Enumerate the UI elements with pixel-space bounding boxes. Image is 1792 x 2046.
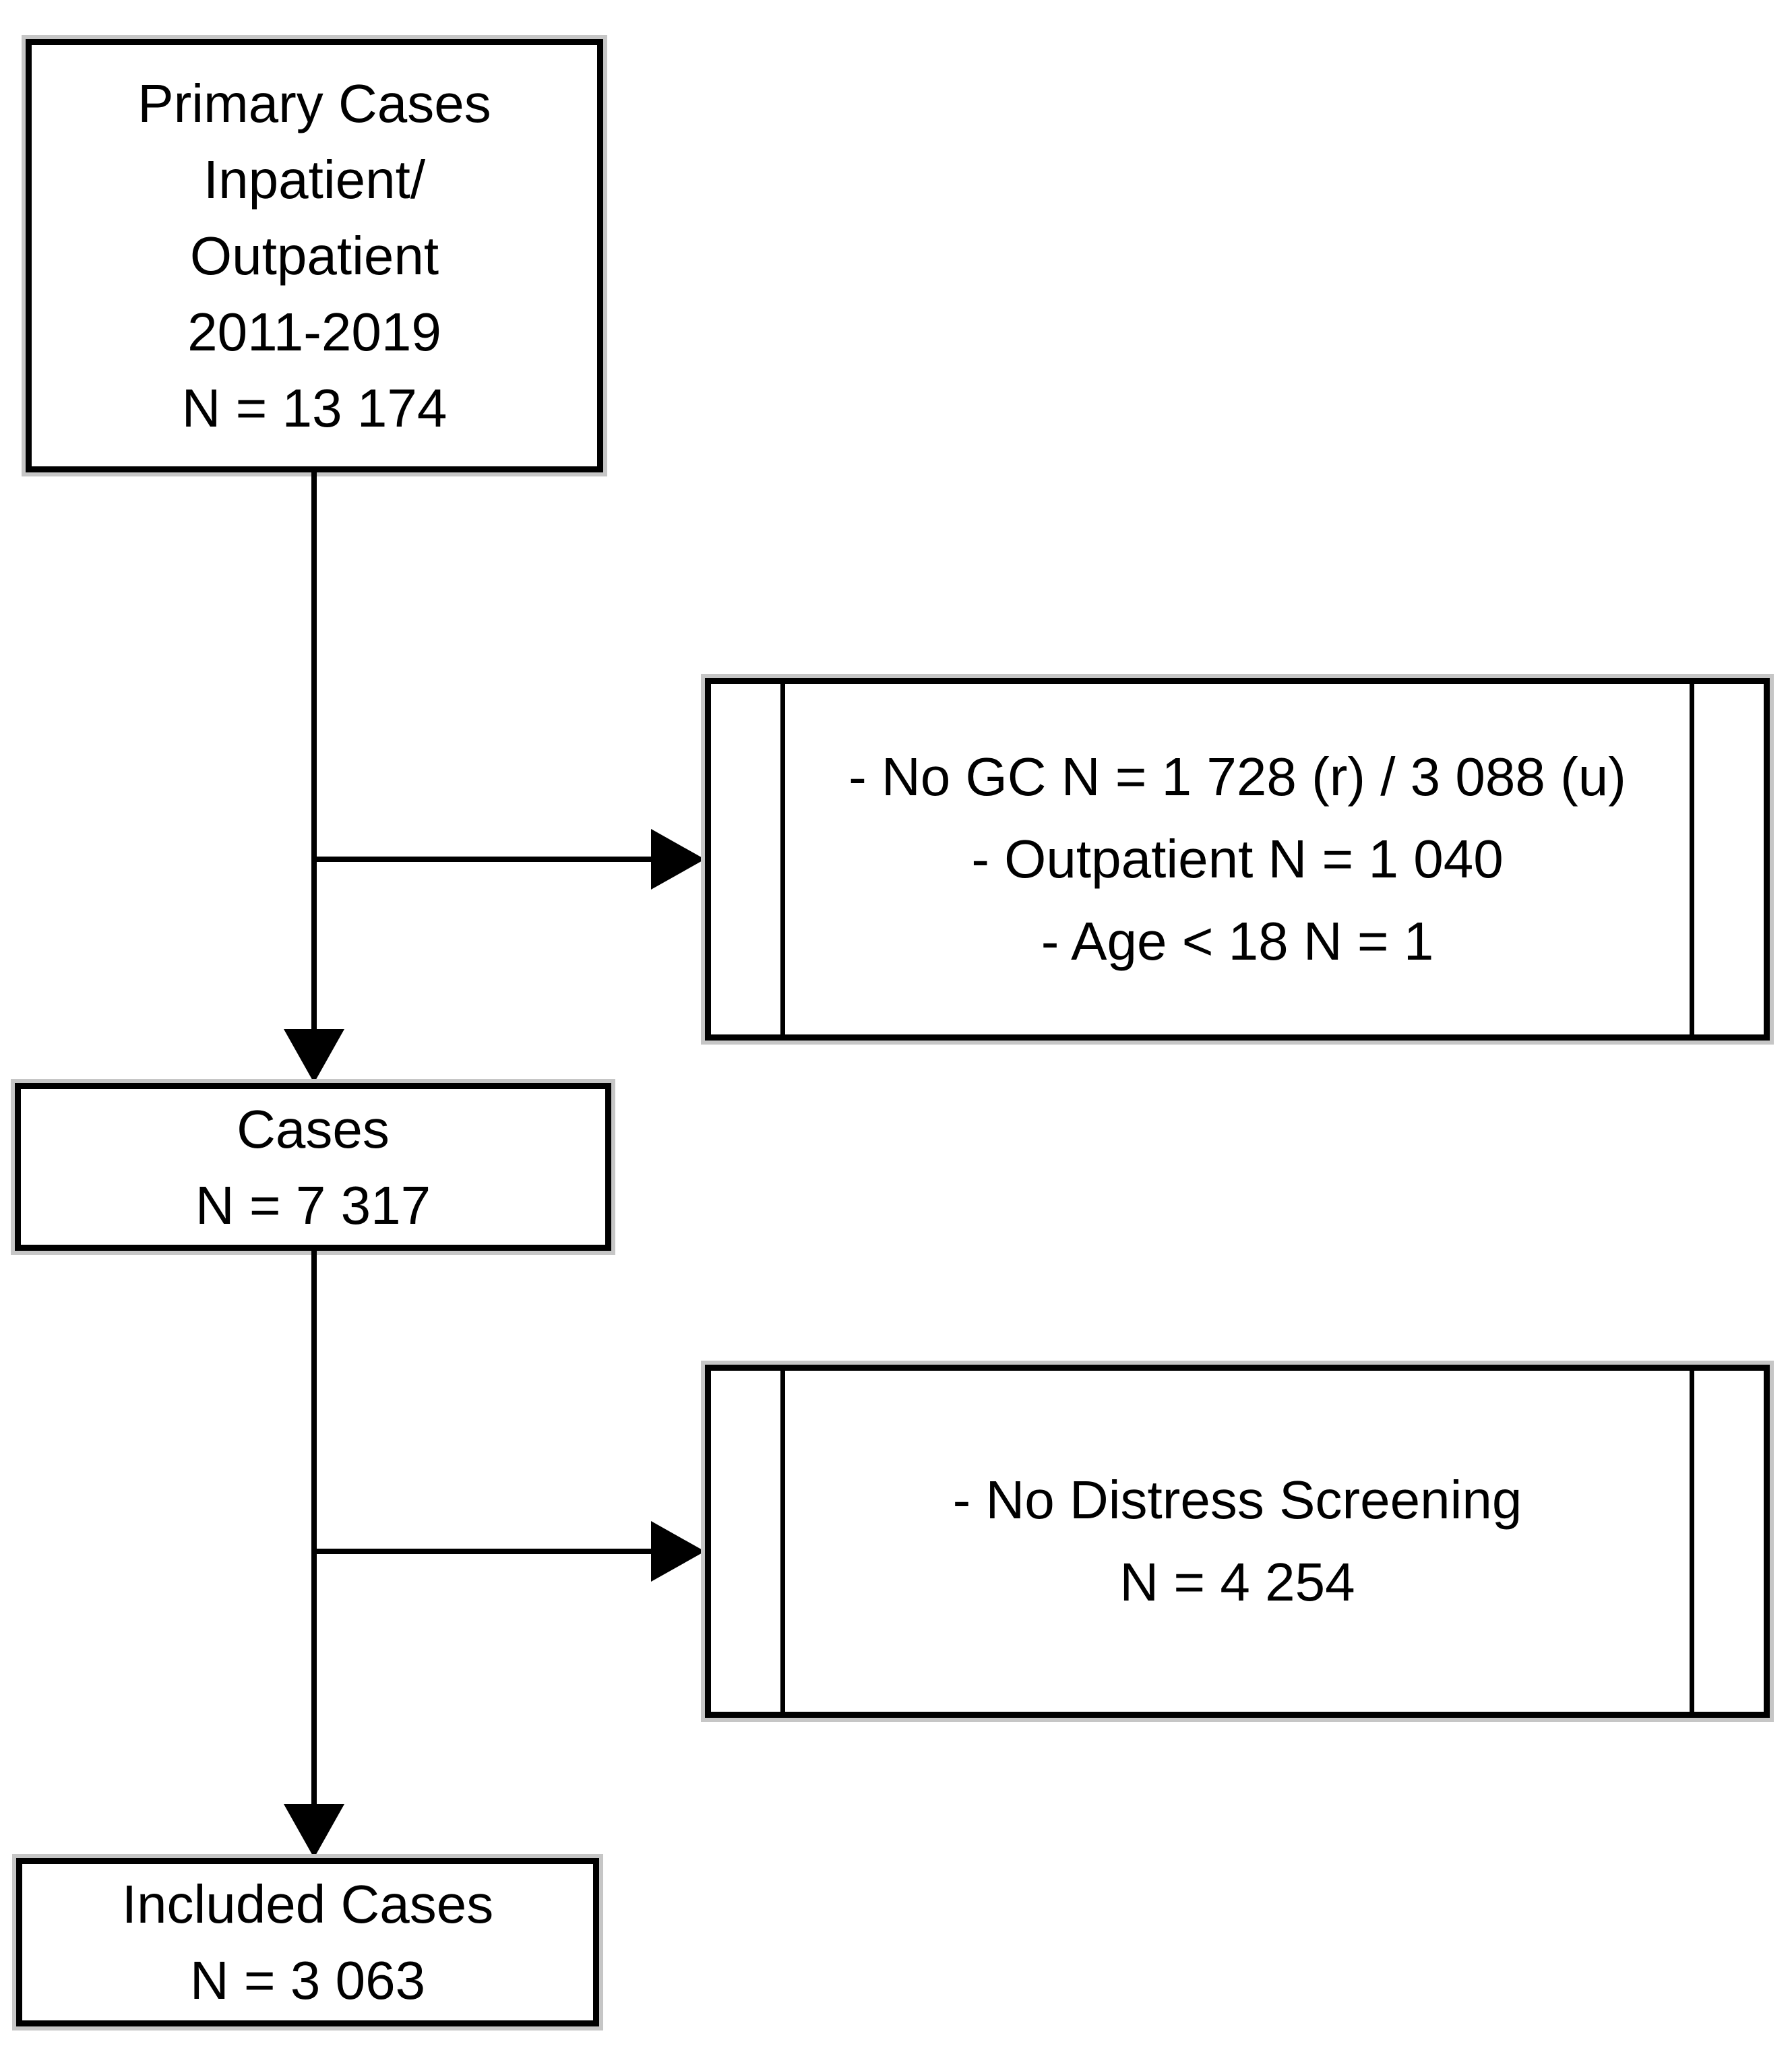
primary-cases-line: Outpatient <box>189 226 439 286</box>
cases-line: Cases <box>237 1098 390 1159</box>
connector-cases-to-included <box>311 1249 317 1806</box>
exclusion-bottom-line: - No Distress Screening <box>952 1470 1522 1530</box>
included-cases-box: Included Cases N = 3 063 <box>16 1858 599 2026</box>
primary-cases-line: Inpatient/ <box>203 150 426 210</box>
primary-cases-line: 2011-2019 <box>187 302 441 362</box>
connector-primary-to-cases <box>311 471 317 1031</box>
primary-cases-box: Primary Cases Inpatient/ Outpatient 2011… <box>26 39 603 472</box>
connector-branch-exclusion-bottom <box>314 1549 651 1554</box>
connector-branch-exclusion-top <box>314 857 651 862</box>
double-bar-right <box>1690 1371 1694 1712</box>
exclusion-bottom-line: N = 4 254 <box>1119 1552 1355 1612</box>
double-bar-left <box>780 1371 785 1712</box>
primary-cases-line: N = 13 174 <box>181 378 447 438</box>
arrowhead-right-icon <box>651 829 705 890</box>
cases-line: N = 7 317 <box>195 1175 431 1235</box>
exclusion-top-box: - No GC N = 1 728 (r) / 3 088 (u) - Outp… <box>705 678 1770 1041</box>
included-cases-line: N = 3 063 <box>189 1950 426 2010</box>
cases-box: Cases N = 7 317 <box>15 1083 611 1251</box>
arrowhead-down-icon <box>284 1029 344 1083</box>
arrowhead-right-icon <box>651 1521 705 1582</box>
exclusion-top-line: - Age < 18 N = 1 <box>1041 911 1434 971</box>
arrowhead-down-icon <box>284 1804 344 1858</box>
exclusion-top-line: - No GC N = 1 728 (r) / 3 088 (u) <box>848 747 1626 807</box>
primary-cases-line: Primary Cases <box>137 73 491 133</box>
double-bar-right <box>1690 684 1694 1034</box>
double-bar-left <box>780 684 785 1034</box>
exclusion-bottom-box: - No Distress Screening N = 4 254 <box>705 1365 1770 1718</box>
exclusion-top-line: - Outpatient N = 1 040 <box>971 829 1504 889</box>
included-cases-line: Included Cases <box>121 1874 494 1934</box>
